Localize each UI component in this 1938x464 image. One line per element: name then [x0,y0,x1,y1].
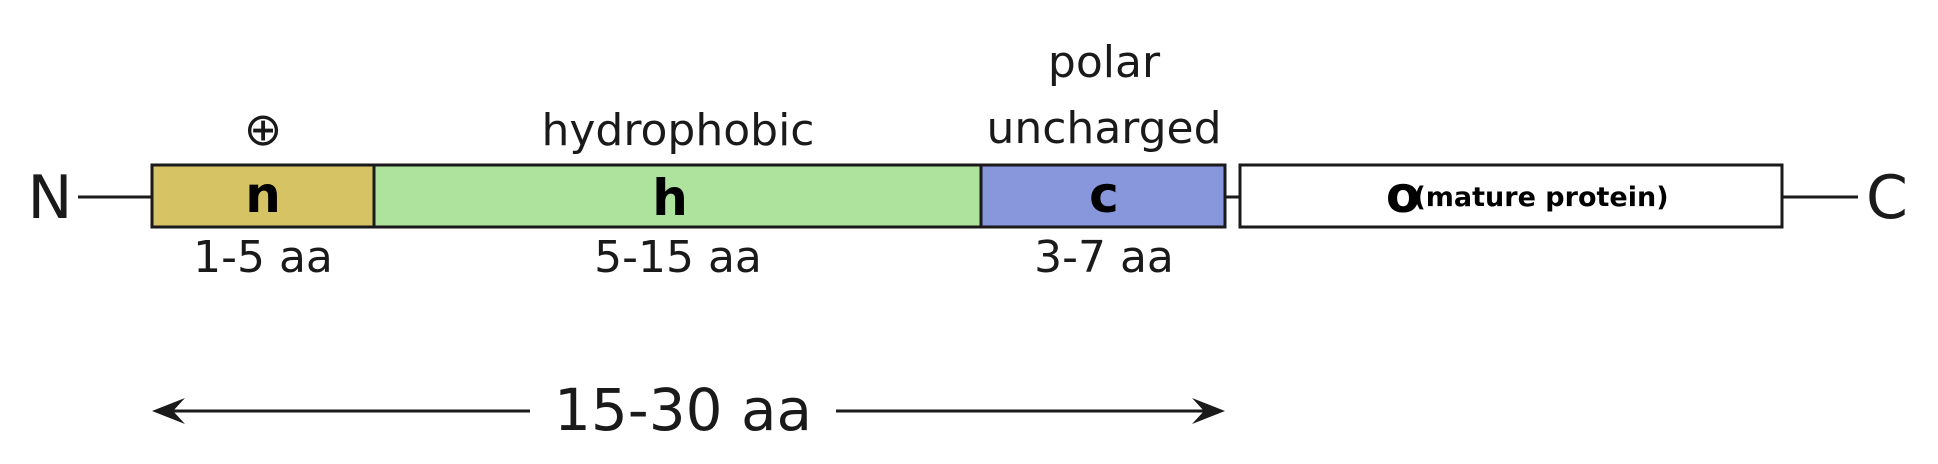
total-span-label: 15-30 aa [554,376,812,444]
span-arrow-right-head [1192,398,1225,424]
mature-protein-note: (mature protein) [1413,182,1668,213]
h-region-box [372,163,983,229]
n-region-box [150,163,376,229]
c-terminus-label: C [1866,163,1908,233]
h-region-length: 5-15 aa [594,232,762,283]
hydrophobic-label: hydrophobic [542,105,815,156]
mature-protein-box [1238,163,1784,229]
h-region-label: h [652,169,688,227]
n-region-length: 1-5 aa [193,232,333,283]
c-region-label: c [1089,166,1119,224]
positive-charge-symbol: ⊕ [244,102,283,156]
span-arrow-left-head [152,398,185,424]
n-region-label: n [245,166,281,224]
n-terminus-label: N [28,163,73,233]
uncharged-label: uncharged [986,103,1221,154]
c-region-box [979,163,1227,229]
mature-region-label: o [1386,166,1420,224]
polar-label: polar [1048,37,1161,88]
c-region-length: 3-7 aa [1034,232,1174,283]
